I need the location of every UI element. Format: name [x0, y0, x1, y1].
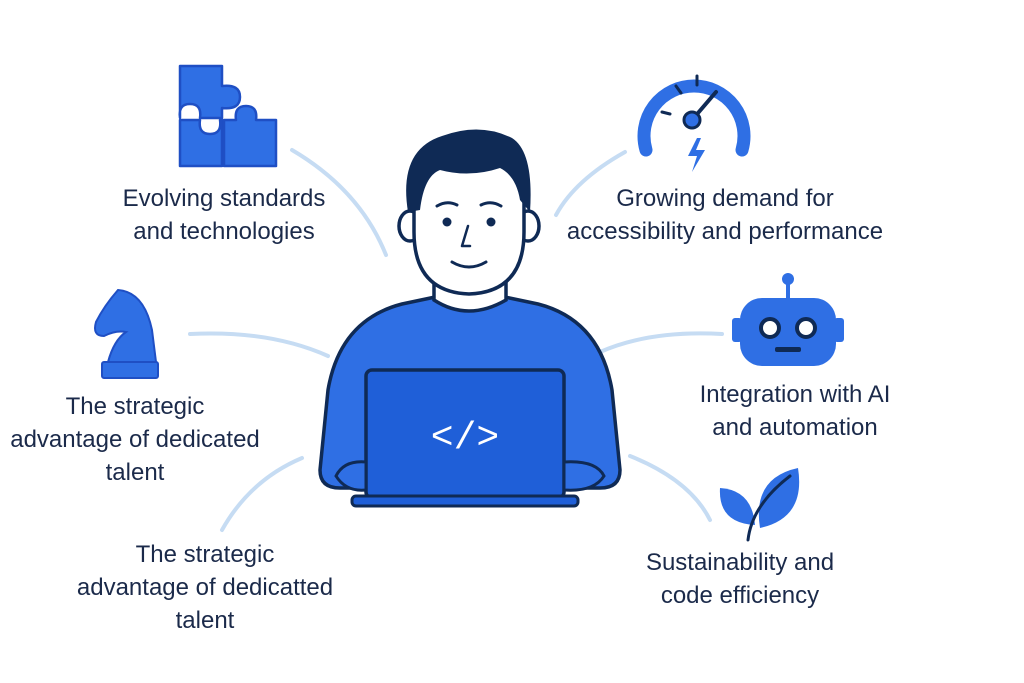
- connectors: [188, 148, 724, 532]
- label-strategic-advantage-bottom: The strategic advantage of dedicatted ta…: [76, 541, 334, 634]
- hair: [406, 129, 531, 212]
- label-growing-demand: Growing demand for accessibility and per…: [566, 185, 884, 245]
- developer-figure: </>: [318, 129, 622, 508]
- puzzle-icon: [178, 64, 278, 168]
- laptop-base: [350, 494, 580, 508]
- label-evolving-standards: Evolving standards and technologies: [122, 185, 326, 245]
- leaf-icon: [719, 468, 800, 542]
- label-ai-integration: Integration with AI and automation: [699, 381, 891, 441]
- label-strategic-advantage-left: The strategic advantage of dedicated tal…: [10, 393, 260, 486]
- connector-knight: [188, 331, 330, 358]
- speedometer-icon: [637, 74, 751, 172]
- label-sustainability: Sustainability and code efficiency: [645, 549, 835, 609]
- connector-robot: [598, 331, 724, 354]
- robot-icon: [732, 273, 844, 366]
- connector-puzzle: [290, 148, 388, 257]
- laptop-code-symbol: </>: [431, 417, 499, 460]
- chess-knight-icon: [94, 288, 159, 379]
- connector-speedometer: [554, 150, 627, 217]
- connector-talent-bottom: [220, 456, 304, 532]
- connector-leaf: [628, 454, 712, 522]
